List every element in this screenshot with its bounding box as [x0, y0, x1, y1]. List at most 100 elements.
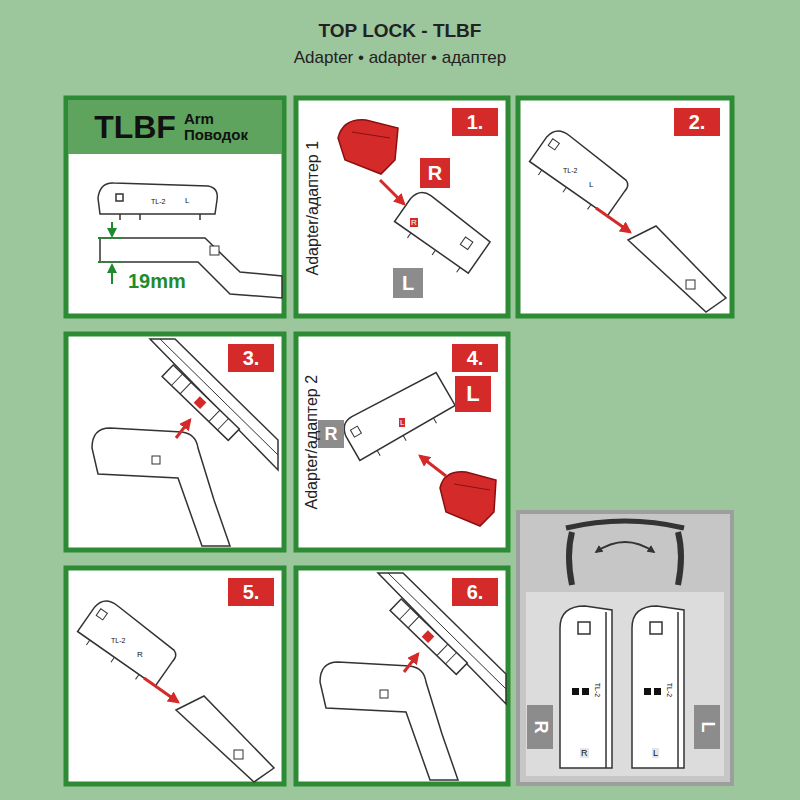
swap-arrow — [596, 542, 654, 552]
badge-text: R — [428, 163, 442, 183]
badge-text: 5. — [243, 582, 260, 602]
adapter — [530, 125, 633, 216]
move-arrow — [596, 208, 630, 232]
subtitle: Adapter • adapter • адаптер — [294, 48, 507, 68]
step-badge: 6. — [452, 578, 498, 606]
move-arrow — [420, 456, 446, 476]
badge-text: L — [402, 273, 414, 293]
title: TOP LOCK - TLBF — [0, 20, 800, 42]
part-marking: TL-2 — [110, 637, 126, 645]
step-badge: 4. — [452, 344, 498, 372]
part-marking: TL-2 — [593, 682, 601, 698]
dimension: 19mm — [128, 270, 186, 293]
adapter-and-arm — [526, 125, 726, 312]
marks — [572, 688, 661, 695]
side-marking: L — [652, 748, 659, 758]
windshield-pillar — [678, 532, 681, 585]
adapter — [395, 187, 493, 273]
badge-text: 4. — [467, 348, 484, 368]
arm-hole — [686, 280, 695, 289]
step-badge: L — [393, 268, 423, 298]
side-marking: L — [588, 180, 594, 189]
panel-inner — [526, 592, 724, 776]
adapter-drawing — [98, 183, 217, 220]
adapter — [560, 606, 612, 768]
adapter-cap — [338, 120, 398, 174]
blade-connector — [162, 365, 239, 440]
product-code: TLBF — [94, 111, 176, 143]
panel — [66, 334, 284, 550]
adapter-cap — [440, 472, 496, 526]
wiper-arm — [100, 238, 282, 298]
mark — [644, 688, 651, 695]
adapter-hole — [116, 194, 123, 201]
adapter-pair — [560, 606, 684, 768]
side-marking: R — [580, 748, 589, 758]
drawing-part — [162, 365, 239, 440]
adapter-label: Adapter/адаптер 2 — [303, 375, 321, 510]
part-marking: TL-2 — [665, 682, 673, 698]
panel — [296, 334, 508, 550]
adapter-hole — [460, 237, 473, 250]
adapter — [339, 369, 455, 460]
adapter-hole — [578, 622, 590, 634]
dimension-arrow — [111, 265, 113, 284]
side-marking: R — [136, 650, 144, 659]
step-badge: L — [455, 376, 491, 412]
windshield-pillar — [569, 532, 572, 585]
windshield-top — [566, 521, 684, 528]
cap-rib — [454, 484, 490, 490]
windshield-icon — [566, 521, 684, 585]
part-name: Arm Поводок — [184, 111, 256, 144]
adapter — [632, 606, 684, 768]
dimension-arrow — [111, 222, 113, 236]
arm-hole — [152, 456, 160, 464]
adapter-and-arm — [74, 595, 274, 782]
lock-point — [194, 396, 207, 409]
adapter-hole — [650, 622, 662, 634]
adapter-label: Adapter/адаптер 1 — [304, 141, 322, 276]
side-marking: L — [399, 418, 405, 427]
badge-text: L — [698, 722, 716, 733]
adapter-edge — [677, 612, 679, 768]
dimension-line — [98, 238, 124, 262]
panel — [66, 568, 284, 784]
badge-text: 2. — [689, 112, 706, 132]
part-marking: TL-2 — [562, 167, 578, 175]
adapter-body — [391, 187, 492, 278]
badge-text: 3. — [243, 348, 260, 368]
header-band: TLBFArm Поводок — [68, 100, 282, 154]
mark — [582, 688, 589, 695]
adapter — [98, 183, 217, 214]
part-marking: TL-2 — [150, 198, 166, 206]
move-arrow — [380, 180, 404, 204]
notch — [120, 214, 200, 220]
notch — [407, 233, 460, 272]
step-badge: 1. — [452, 108, 498, 136]
adapter-edge — [605, 612, 607, 768]
arm-hole — [210, 246, 219, 255]
connector-slot — [171, 374, 228, 430]
adapter-hole — [548, 139, 559, 150]
wiper-arm — [628, 226, 726, 312]
panel — [296, 98, 508, 316]
panel — [518, 512, 732, 784]
step-badge: 2. — [674, 108, 720, 136]
panel — [296, 568, 508, 784]
notch — [377, 418, 436, 456]
mark — [572, 688, 579, 695]
step-badge: R — [420, 158, 450, 188]
step-badge: 5. — [228, 578, 274, 606]
cap-rib — [352, 132, 390, 138]
step-badge: R — [318, 420, 344, 448]
mark — [654, 688, 661, 695]
panels — [66, 98, 732, 784]
badge-text: L — [466, 383, 479, 405]
dimension — [98, 222, 124, 284]
side-marking: R — [410, 218, 418, 227]
badge-text: R — [531, 721, 549, 734]
badge-text: R — [325, 425, 338, 443]
side-marking: L — [184, 196, 190, 205]
step-badge: 3. — [228, 344, 274, 372]
